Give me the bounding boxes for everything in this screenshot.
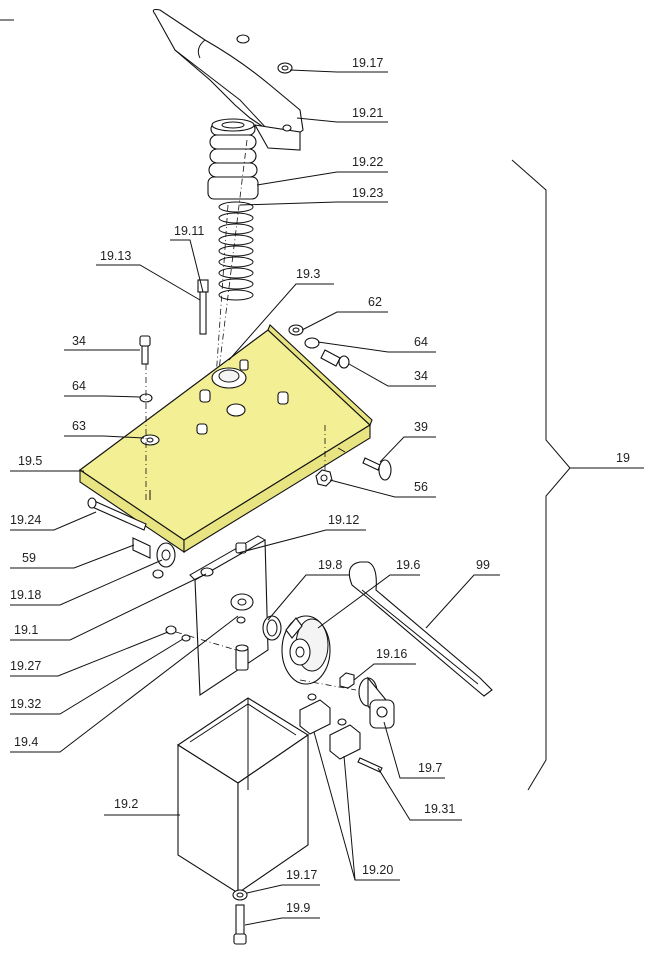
callout-19-20: 19.20: [362, 863, 393, 877]
callout-19-18: 19.18: [10, 588, 41, 602]
callout-39: 39: [414, 420, 428, 434]
callout-19-17-top: 19.17: [352, 56, 383, 70]
washer: [288, 324, 304, 336]
callout-56: 56: [414, 480, 428, 494]
washer: [236, 34, 250, 44]
callout-19-22: 19.22: [352, 155, 383, 169]
callout-19-32: 19.32: [10, 697, 41, 711]
washer: [140, 434, 160, 446]
callout-19-4: 19.4: [14, 735, 38, 749]
bolt: [139, 335, 151, 365]
bellows-boot: [207, 118, 259, 200]
nut: [315, 469, 333, 487]
callout-19-12: 19.12: [328, 513, 359, 527]
bolt: [233, 904, 247, 945]
callout-19-17-bottom: 19.17: [286, 868, 317, 882]
callout-19-27: 19.27: [10, 659, 41, 673]
callout-34-right: 34: [414, 369, 428, 383]
nut: [165, 625, 177, 635]
callout-63: 63: [72, 419, 86, 433]
washer: [181, 634, 191, 642]
callout-64-left: 64: [72, 379, 86, 393]
callout-19-13: 19.13: [100, 249, 131, 263]
callout-19-23: 19.23: [352, 186, 383, 200]
bolt: [320, 349, 350, 369]
callout-19: 19: [616, 451, 630, 465]
callout-19-21: 19.21: [352, 106, 383, 120]
callout-19-7: 19.7: [418, 761, 442, 775]
callout-19-24: 19.24: [10, 513, 41, 527]
leader-lines: [10, 69, 644, 926]
pin: [362, 457, 392, 481]
callout-64-right: 64: [414, 335, 428, 349]
bracket: [132, 537, 151, 559]
callout-19-8: 19.8: [318, 558, 342, 572]
switch: [299, 693, 331, 735]
rod: [87, 497, 147, 531]
roller: [152, 542, 176, 579]
housing-box: [176, 697, 310, 895]
callout-19-1: 19.1: [14, 623, 38, 637]
callout-19-9: 19.9: [286, 901, 310, 915]
callout-99: 99: [476, 558, 490, 572]
pinion-gear: [358, 676, 395, 730]
base-plate: [78, 324, 373, 554]
callout-19-2: 19.2: [114, 797, 138, 811]
nut: [339, 672, 355, 689]
hex-key: [348, 561, 493, 697]
switch: [329, 718, 361, 760]
callout-34-left: 34: [72, 334, 86, 348]
washer: [304, 337, 320, 349]
o-ring: [262, 615, 282, 641]
callout-19-6: 19.6: [396, 558, 420, 572]
spring: [218, 201, 254, 301]
callout-19-3: 19.3: [296, 267, 320, 281]
callout-19-16: 19.16: [376, 647, 407, 661]
gear-wheel: [281, 615, 331, 685]
screw: [357, 757, 383, 773]
callout-19-11: 19.11: [174, 224, 204, 238]
bolt: [197, 279, 209, 335]
callout-19-31: 19.31: [424, 802, 455, 816]
callout-62: 62: [368, 295, 382, 309]
group-brace: [511, 159, 571, 791]
washer: [232, 889, 248, 901]
callout-19-5: 19.5: [18, 454, 42, 468]
pedal-lever: [152, 8, 304, 151]
mount-plate: [189, 535, 269, 696]
callout-59: 59: [22, 551, 36, 565]
washer: [277, 62, 293, 74]
callout-labels: 19.17 19.21 19.22 19.23 19.11 19.13 19.3…: [10, 56, 630, 915]
